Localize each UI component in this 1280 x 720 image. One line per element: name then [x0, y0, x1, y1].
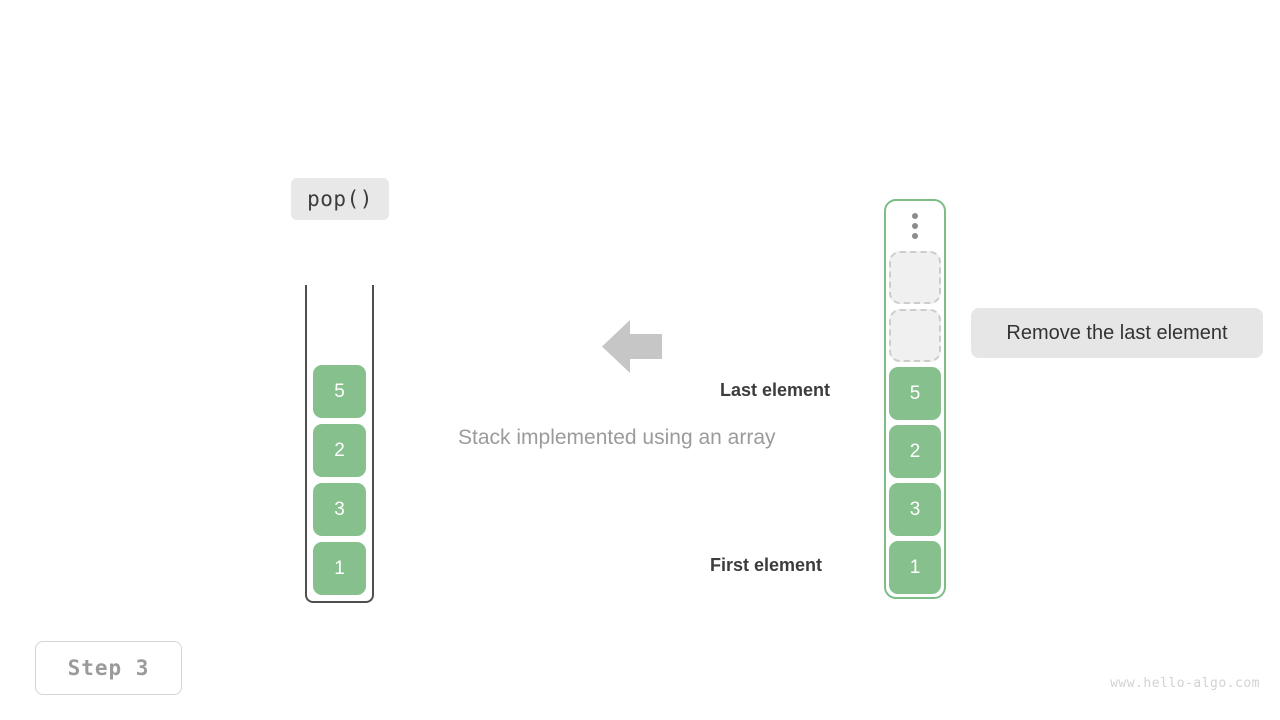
stack-cell-list: 5 2 3 1 — [313, 365, 366, 595]
annotation-last-element: Last element — [720, 380, 831, 400]
array-cell-empty — [889, 309, 941, 362]
array-cell-list: 5 2 3 1 — [889, 251, 941, 594]
tooltip-remove-last-element: Remove the last element — [971, 308, 1263, 358]
right-array-container: 5 2 3 1 — [884, 199, 946, 599]
array-cell: 2 — [889, 425, 941, 478]
step-badge: Step 3 — [35, 641, 182, 695]
annotation-first-element: First element — [710, 555, 823, 575]
stack-cell: 3 — [313, 483, 366, 536]
watermark: www.hello-algo.com — [1110, 676, 1260, 691]
stack-cell: 1 — [313, 542, 366, 595]
stack-cell: 2 — [313, 424, 366, 477]
left-stack-container: 5 2 3 1 — [305, 285, 374, 603]
vertical-ellipsis-icon — [884, 209, 946, 243]
stack-frame-outline — [305, 285, 374, 603]
array-cell: 5 — [889, 367, 941, 420]
array-cell: 1 — [889, 541, 941, 594]
caption-text: Stack implemented using an array — [458, 426, 776, 449]
operation-label-chip: pop() — [291, 178, 389, 220]
stack-cell: 5 — [313, 365, 366, 418]
array-cell: 3 — [889, 483, 941, 536]
array-cell-empty — [889, 251, 941, 304]
arrow-left-icon — [602, 320, 662, 373]
